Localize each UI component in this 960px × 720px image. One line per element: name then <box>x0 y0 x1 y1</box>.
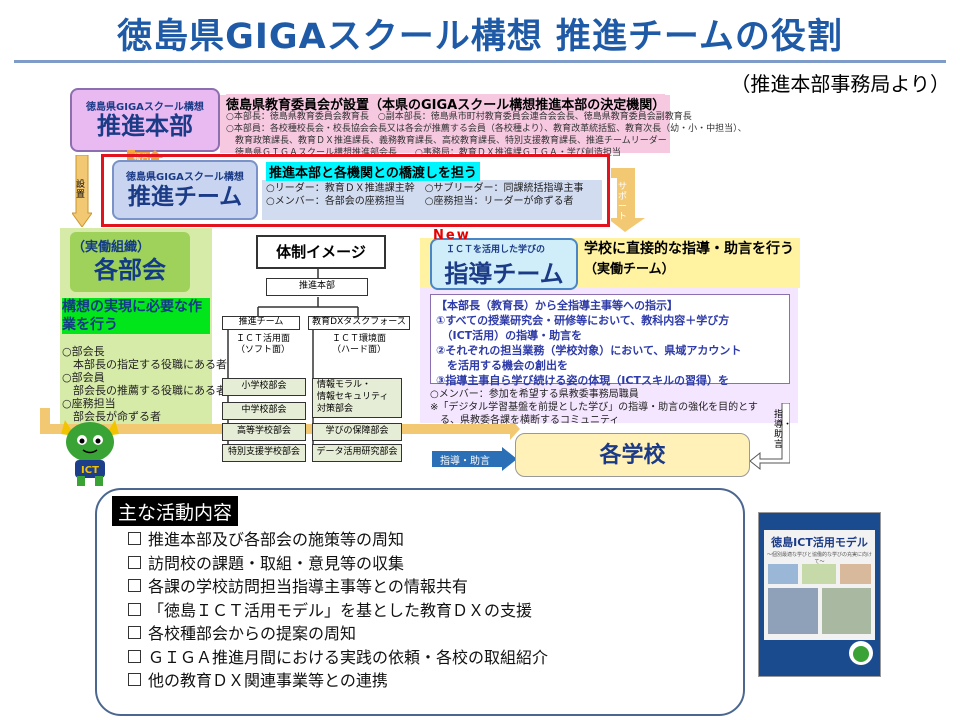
guidance-note: る、県教委各課を横断するコミュニティ <box>430 414 758 427</box>
mascot-icon: ICT <box>55 412 125 490</box>
checkbox-icon <box>128 650 141 663</box>
checkbox-icon <box>128 603 141 616</box>
book-title: 徳島ICT活用モデル <box>766 534 873 550</box>
activity-item: ＧＩＧＡ推進月間における実践の依頼・各校の取組紹介 <box>128 646 548 670</box>
book-photo-collage <box>766 562 873 636</box>
mascot-label: ICT <box>81 465 99 476</box>
team-highlight-outline <box>101 154 610 227</box>
title-divider <box>14 60 946 63</box>
guidance-arrow-label: 指導・助言 <box>440 452 490 467</box>
guidance-line: ③指導主事自ら学び続ける姿の体現（ICTスキルの習得）を <box>436 373 741 388</box>
guidance-line: （ICT活用）の指導・助言を <box>436 328 741 343</box>
activity-item: 他の教育ＤＸ関連事業等との連携 <box>128 669 548 693</box>
guidance-line: ②それぞれの担当業務（学校対象）において、県域アカウント <box>436 343 741 358</box>
subcommittee-name: 各部会 <box>70 250 190 285</box>
checkbox-icon <box>128 532 141 545</box>
guidance-line: ①すべての授業研究会・研修等において、教科内容＋学び方 <box>436 313 741 328</box>
checkbox-icon <box>128 579 141 592</box>
page-title: 徳島県GIGAスクール構想 推進チームの役割 <box>0 8 960 59</box>
guidance-tag: （実働チーム） <box>584 258 675 277</box>
guidance-line: を活用する機会の創出を <box>436 358 741 373</box>
subcommittee-line: ○部会員 <box>62 371 227 384</box>
school-arrow-label: 指導・助言 <box>774 410 786 450</box>
schools-box: 各学校 <box>515 433 750 477</box>
guidance-name: 指導チーム <box>436 254 572 289</box>
hq-line: ○本部長：徳島県教育委員会教育長 ○副本部長：徳島県市町村教育委員会連合会会長、… <box>226 111 747 123</box>
guidance-heading: 学校に直接的な指導・助言を行う <box>584 238 794 258</box>
guidance-note: ※「デジタル学習基盤を前提とした学び」の指導・助言の強化を目的とす <box>430 401 758 414</box>
group-high-school: 高等学校部会 <box>222 423 306 441</box>
subcommittee-line: 部会長の推薦する役職にある者 <box>62 384 227 397</box>
activity-item: 推進本部及び各部会の施策等の周知 <box>128 528 548 552</box>
set-arrow-label: 設置 <box>76 180 88 200</box>
activity-item: 各校種部会からの提案の周知 <box>128 622 548 646</box>
support-arrow-label: サポート <box>618 182 630 222</box>
hq-box: 徳島県GIGAスクール構想 推進本部 <box>70 88 220 152</box>
hq-subtitle: 徳島県GIGAスクール構想 <box>72 98 218 113</box>
activity-item: 「徳島ＩＣＴ活用モデル」を基とした教育ＤＸの支援 <box>128 599 548 623</box>
group-info-security: 情報モラル・ 情報セキュリティ 対策部会 <box>312 378 402 418</box>
structure-ict-use: ＩＣＴ活用面 （ソフト面） <box>226 334 300 356</box>
guidance-note: ○メンバー：参加を希望する県教委事務局職員 <box>430 388 758 401</box>
guidance-instructions: 【本部長（教育長）から全指導主事等への指示】 ①すべての授業研究会・研修等におい… <box>436 298 741 388</box>
structure-title: 体制イメージ <box>256 235 386 269</box>
subcommittee-task: 構想の実現に必要な作業を行う <box>62 298 210 334</box>
source-note: （推進本部事務局より） <box>700 68 950 97</box>
group-elementary: 小学校部会 <box>222 378 306 396</box>
hq-line: ○本部員：各校種校長会・校長協会会長又は各会が推薦する会員（各校種より）、教育改… <box>226 123 747 135</box>
structure-top: 推進本部 <box>266 278 368 296</box>
checkbox-icon <box>128 626 141 639</box>
activities-title: 主な活動内容 <box>112 496 238 526</box>
hq-description: ○本部長：徳島県教育委員会教育長 ○副本部長：徳島県市町村教育委員会連合会会長、… <box>226 111 747 159</box>
group-learning-assurance: 学びの保障部会 <box>312 423 402 441</box>
subcommittee-line: 本部長の指定する役職にある者 <box>62 358 227 371</box>
book-badge-icon <box>848 640 874 666</box>
activities-list: 推進本部及び各部会の施策等の周知 訪問校の課題・取組・意見等の収集 各課の学校訪… <box>128 528 548 693</box>
group-junior-high: 中学校部会 <box>222 402 306 420</box>
hq-name: 推進本部 <box>72 113 218 139</box>
guidance-line: 【本部長（教育長）から全指導主事等への指示】 <box>436 298 741 313</box>
structure-dx: 教育DXタスクフォース <box>308 316 410 330</box>
structure-team: 推進チーム <box>222 316 300 330</box>
checkbox-icon <box>128 556 141 569</box>
subcommittee-line: ○部会長 <box>62 345 227 358</box>
new-badge: New <box>433 228 471 243</box>
activity-item: 訪問校の課題・取組・意見等の収集 <box>128 552 548 576</box>
activity-item: 各課の学校訪問担当指導主事等との情報共有 <box>128 575 548 599</box>
hq-line: 教育政策課長、教育ＤＸ推進課長、義務教育課長、高校教育課長、特別支援教育課長、推… <box>226 135 747 147</box>
checkbox-icon <box>128 673 141 686</box>
group-data-research: データ活用研究部会 <box>312 444 402 462</box>
structure-ict-env: ＩＣＴ環境面 （ハード面） <box>314 334 404 356</box>
group-special-support: 特別支援学校部会 <box>222 444 306 462</box>
guidance-notes: ○メンバー：参加を希望する県教委事務局職員 ※「デジタル学習基盤を前提とした学び… <box>430 388 758 427</box>
